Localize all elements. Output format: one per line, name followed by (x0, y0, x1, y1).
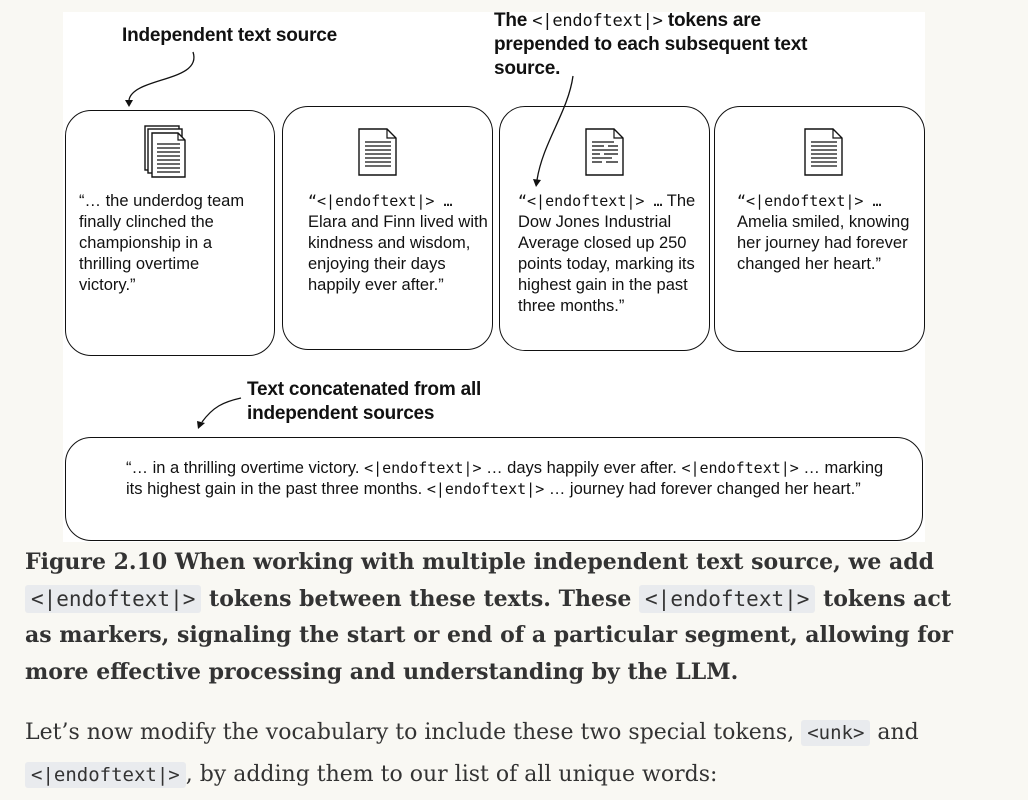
source-box-3: “<|endoftext|> … The Dow Jones Industria… (499, 106, 710, 351)
caption-part-3: tokens act as markers, signaling the sta… (25, 585, 954, 685)
caption-part-1: Figure 2.10 When working with multiple i… (25, 549, 935, 575)
body-paragraph: Let’s now modify the vocabulary to inclu… (25, 712, 1005, 796)
arrowhead-prepended (533, 179, 541, 187)
document-icon (585, 128, 624, 176)
caption-part-2: tokens between these texts. These (201, 585, 640, 612)
concat-token-2: <|endoftext|> (681, 459, 799, 477)
source-prefix-4: “<|endoftext|> … (737, 192, 882, 210)
figure-2-10: Independent text source The <|endoftext|… (63, 9, 925, 542)
document-icon (358, 128, 397, 176)
arrowhead-concatenated (197, 421, 205, 429)
callout-prepended-post: tokens are prepended to each subsequent … (494, 10, 808, 79)
arrows-layer (125, 51, 574, 429)
source-text-2: “<|endoftext|> … Elara and Finn lived wi… (308, 191, 488, 296)
figure-caption: Figure 2.10 When working with multiple i… (25, 544, 985, 690)
para-code-endoftext: <|endoftext|> (25, 762, 186, 788)
source-prefix-3: “<|endoftext|> … (518, 192, 663, 210)
concatenated-box: “… in a thrilling overtime victory. <|en… (65, 437, 923, 541)
concat-token-3: <|endoftext|> (426, 480, 545, 498)
concat-part-1: “… in a thrilling overtime victory. (126, 459, 365, 477)
concatenated-text: “… in a thrilling overtime victory. <|en… (126, 458, 886, 500)
source-text-3: “<|endoftext|> … The Dow Jones Industria… (518, 191, 703, 317)
document-stack-icon (144, 125, 186, 178)
source-body-4: Amelia smiled, knowing her journey had f… (737, 213, 910, 273)
document-icon (804, 128, 843, 176)
caption-code-1: <|endoftext|> (25, 584, 202, 613)
source-body-2: Elara and Finn lived with kindness and w… (308, 213, 488, 294)
arrow-prepended (536, 75, 574, 181)
arrowhead-independent (125, 100, 133, 107)
concat-part-2: … days happily ever after. (481, 459, 682, 477)
concat-part-4: … journey had forever changed her heart.… (544, 480, 861, 498)
source-box-2: “<|endoftext|> … Elara and Finn lived wi… (282, 106, 493, 350)
para-part-3: , by adding them to our list of all uniq… (185, 762, 718, 787)
callout-prepended-tokens: The <|endoftext|> tokens are prepended t… (494, 9, 824, 81)
source-text-4: “<|endoftext|> … Amelia smiled, knowing … (737, 191, 922, 275)
source-prefix-2: “<|endoftext|> … (308, 192, 453, 210)
concat-token-1: <|endoftext|> (364, 459, 482, 477)
callout-concatenated: Text concatenated from all independent s… (247, 379, 482, 424)
arrow-concatenated (201, 397, 242, 423)
arrow-independent (128, 51, 195, 101)
callout-prepended-token: <|endoftext|> (532, 11, 663, 31)
para-code-unk: <unk> (801, 720, 871, 746)
caption-code-2: <|endoftext|> (639, 584, 816, 613)
concat-part-3: … marking its highest gain in the past t… (126, 459, 884, 498)
para-part-2: and (870, 720, 919, 745)
source-body-1: “… the underdog team finally clinched th… (79, 192, 245, 294)
para-part-1: Let’s now modify the vocabulary to inclu… (25, 720, 802, 745)
callout-independent-source: Independent text source (122, 25, 337, 46)
source-body-3: The Dow Jones Industrial Average closed … (518, 192, 696, 315)
source-box-1: “… the underdog team finally clinched th… (65, 110, 275, 356)
callout-prepended-pre: The (494, 10, 533, 31)
source-text-1: “… the underdog team finally clinched th… (79, 191, 259, 296)
source-box-4: “<|endoftext|> … Amelia smiled, knowing … (714, 106, 925, 352)
